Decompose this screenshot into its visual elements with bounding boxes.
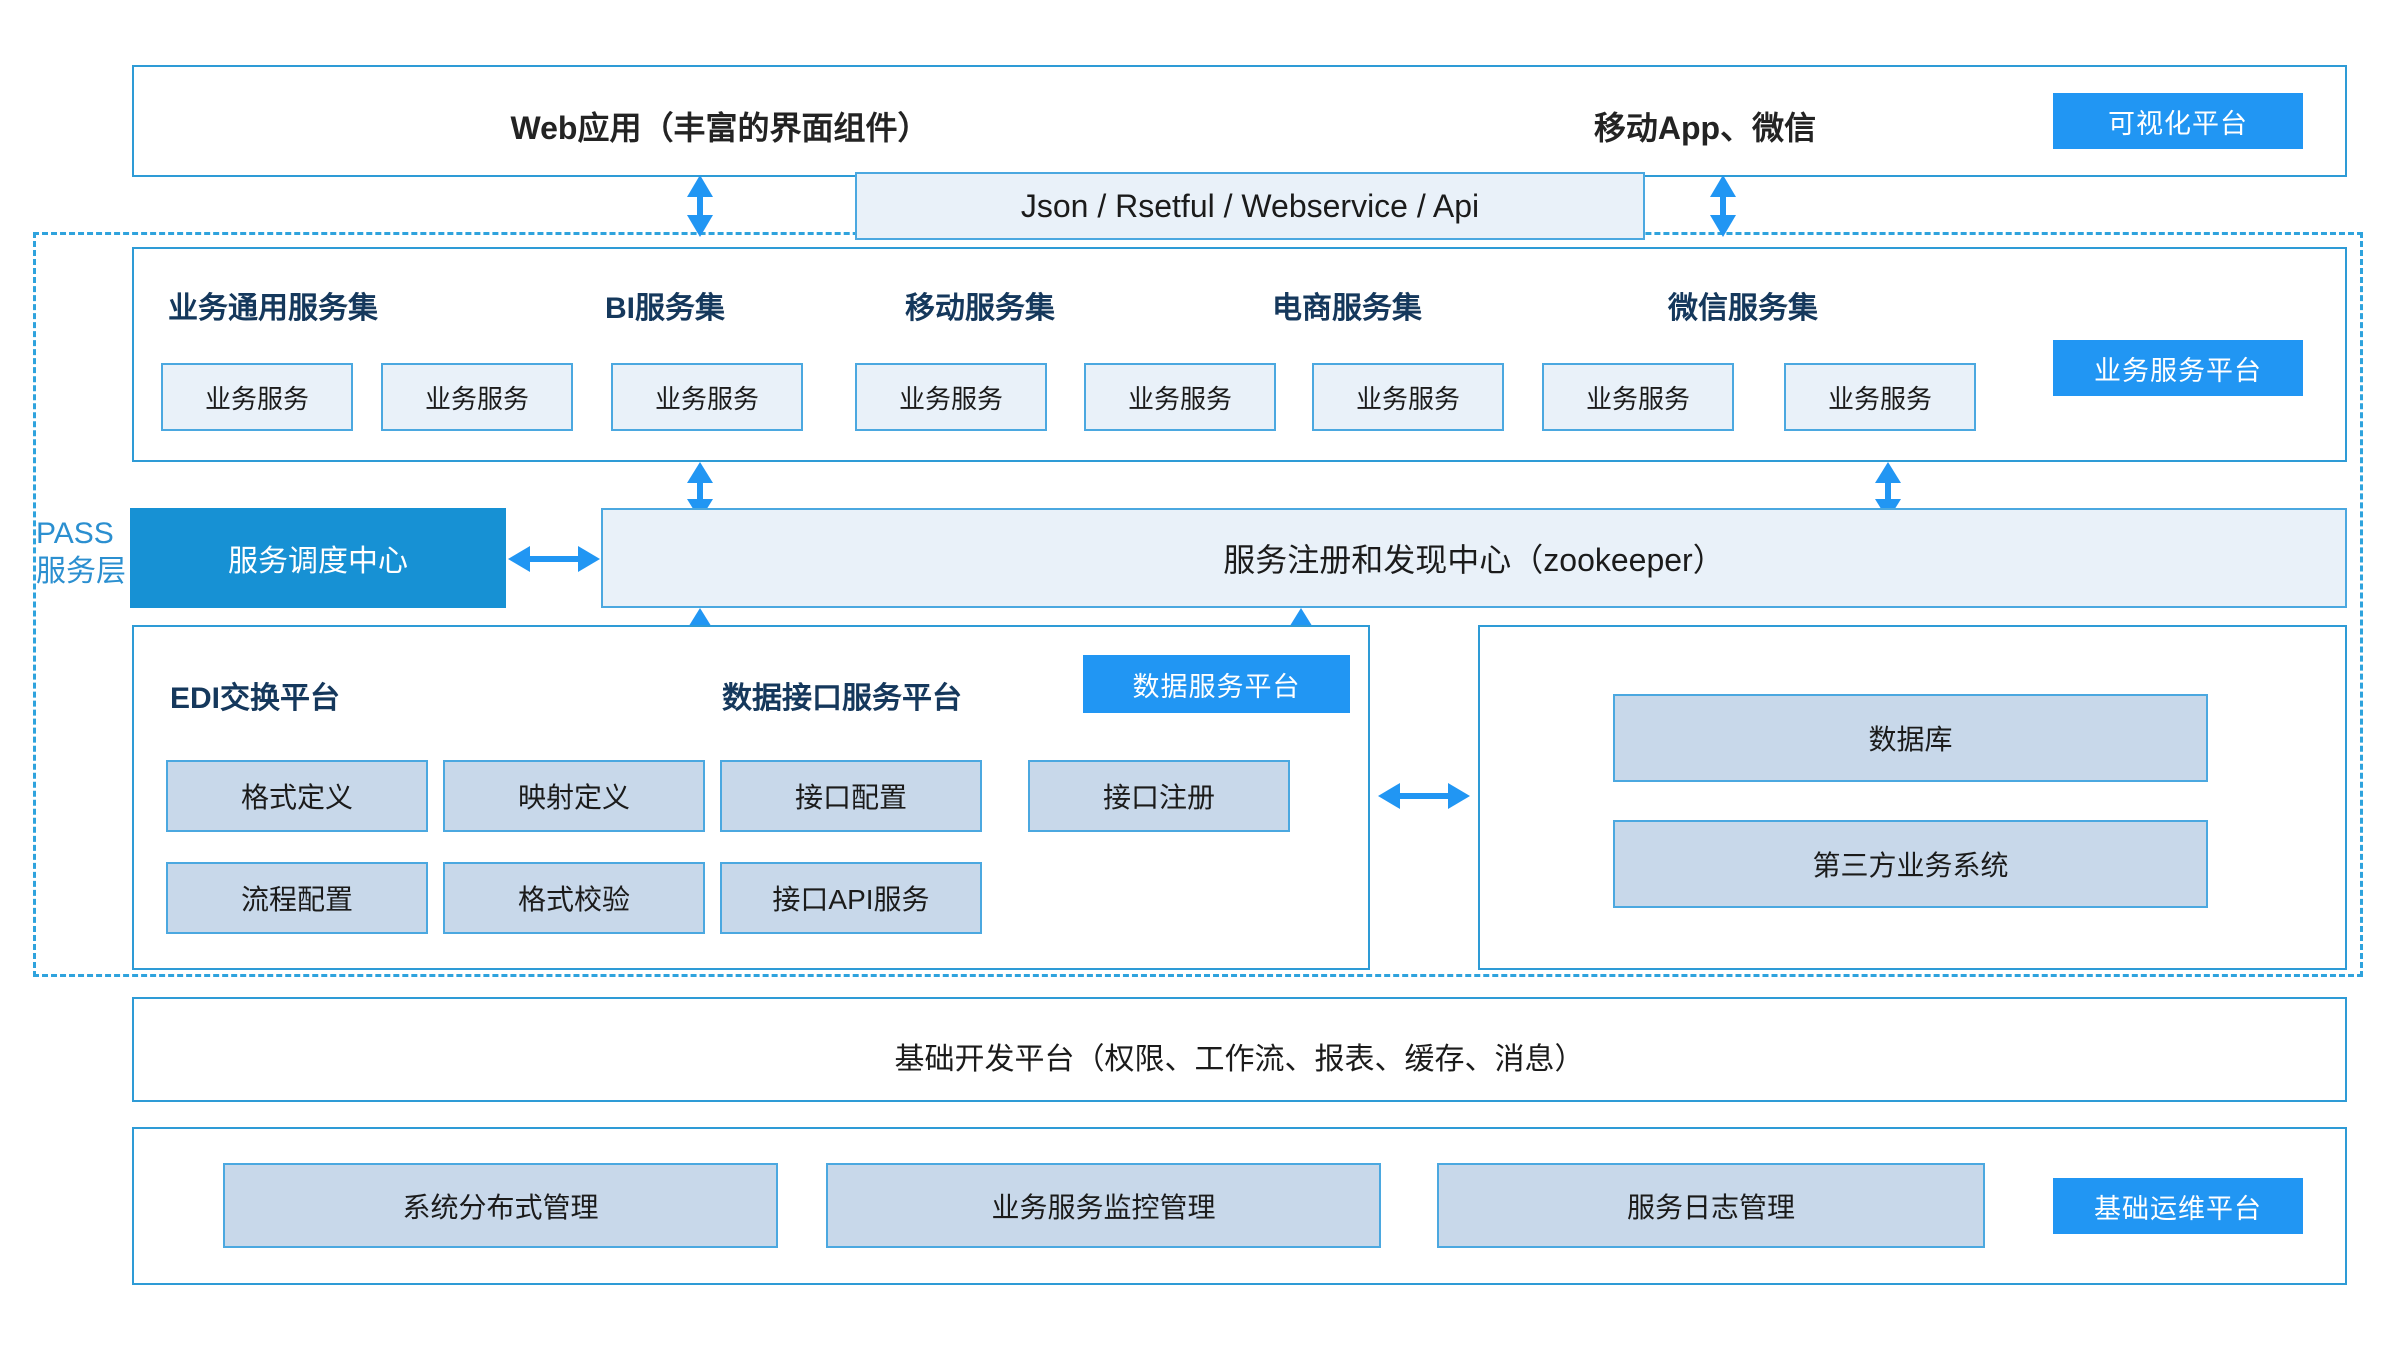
edi-platform-heading: EDI交换平台	[170, 682, 341, 715]
data-service-platform-tag[interactable]: 数据服务平台	[1083, 655, 1350, 713]
pass-layer-label: PASS 服务层	[36, 515, 176, 605]
pass-layer-label-line2: 服务层	[36, 554, 126, 588]
edi-format-validation-box[interactable]: 格式校验	[443, 862, 705, 934]
api-interface-register-box[interactable]: 接口注册	[1028, 760, 1290, 832]
edi-mapping-definition-box[interactable]: 映射定义	[443, 760, 705, 832]
protocol-bar: Json / Rsetful / Webservice / Api	[855, 172, 1645, 240]
ops-box-service-monitor-management[interactable]: 业务服务监控管理	[826, 1163, 1381, 1248]
database-box[interactable]: 数据库	[1613, 694, 2208, 782]
service-group-heading-2: 移动服务集	[905, 292, 1055, 325]
service-box[interactable]: 业务服务	[161, 363, 353, 431]
service-box[interactable]: 业务服务	[855, 363, 1047, 431]
ops-platform-tag[interactable]: 基础运维平台	[2053, 1178, 2303, 1234]
ops-box-distributed-management[interactable]: 系统分布式管理	[223, 1163, 778, 1248]
service-registry-center-label: 服务注册和发现中心（zookeeper）	[1223, 542, 1725, 578]
service-box[interactable]: 业务服务	[611, 363, 803, 431]
mobile-app-wechat-title: 移动App、微信	[1593, 110, 1817, 146]
web-application-title: Web应用（丰富的界面组件）	[510, 110, 930, 146]
external-data-frame	[1478, 625, 2347, 970]
protocol-bar-label: Json / Rsetful / Webservice / Api	[1020, 187, 1480, 224]
service-group-heading-4: 微信服务集	[1668, 292, 1818, 325]
service-group-heading-1: BI服务集	[605, 292, 725, 325]
service-dispatch-center[interactable]: 服务调度中心	[130, 508, 506, 608]
foundation-platform-label: 基础开发平台（权限、工作流、报表、缓存、消息）	[894, 1043, 1585, 1076]
service-box[interactable]: 业务服务	[1084, 363, 1276, 431]
edi-process-config-box[interactable]: 流程配置	[166, 862, 428, 934]
api-interface-config-box[interactable]: 接口配置	[720, 760, 982, 832]
business-service-platform-tag[interactable]: 业务服务平台	[2053, 340, 2303, 396]
pass-layer-label-line1: PASS	[36, 517, 114, 550]
service-box[interactable]: 业务服务	[1784, 363, 1976, 431]
service-box[interactable]: 业务服务	[1312, 363, 1504, 431]
ops-box-service-log-management[interactable]: 服务日志管理	[1437, 1163, 1985, 1248]
service-group-heading-0: 业务通用服务集	[168, 292, 378, 325]
edi-format-definition-box[interactable]: 格式定义	[166, 760, 428, 832]
arrow-data-to-database	[1378, 783, 1470, 809]
arrow-dispatch-to-registry	[508, 546, 600, 572]
service-box[interactable]: 业务服务	[381, 363, 573, 431]
foundation-platform-frame	[132, 997, 2347, 1102]
visualization-platform-tag[interactable]: 可视化平台	[2053, 93, 2303, 149]
arrow-presentation-to-protocol-left	[687, 175, 713, 237]
third-party-system-box[interactable]: 第三方业务系统	[1613, 820, 2208, 908]
api-interface-service-box[interactable]: 接口API服务	[720, 862, 982, 934]
service-group-heading-3: 电商服务集	[1272, 292, 1422, 325]
service-registry-center: 服务注册和发现中心（zookeeper）	[601, 508, 2347, 608]
data-interface-platform-heading: 数据接口服务平台	[722, 682, 962, 715]
service-box[interactable]: 业务服务	[1542, 363, 1734, 431]
arrow-presentation-to-protocol-right	[1710, 175, 1736, 237]
